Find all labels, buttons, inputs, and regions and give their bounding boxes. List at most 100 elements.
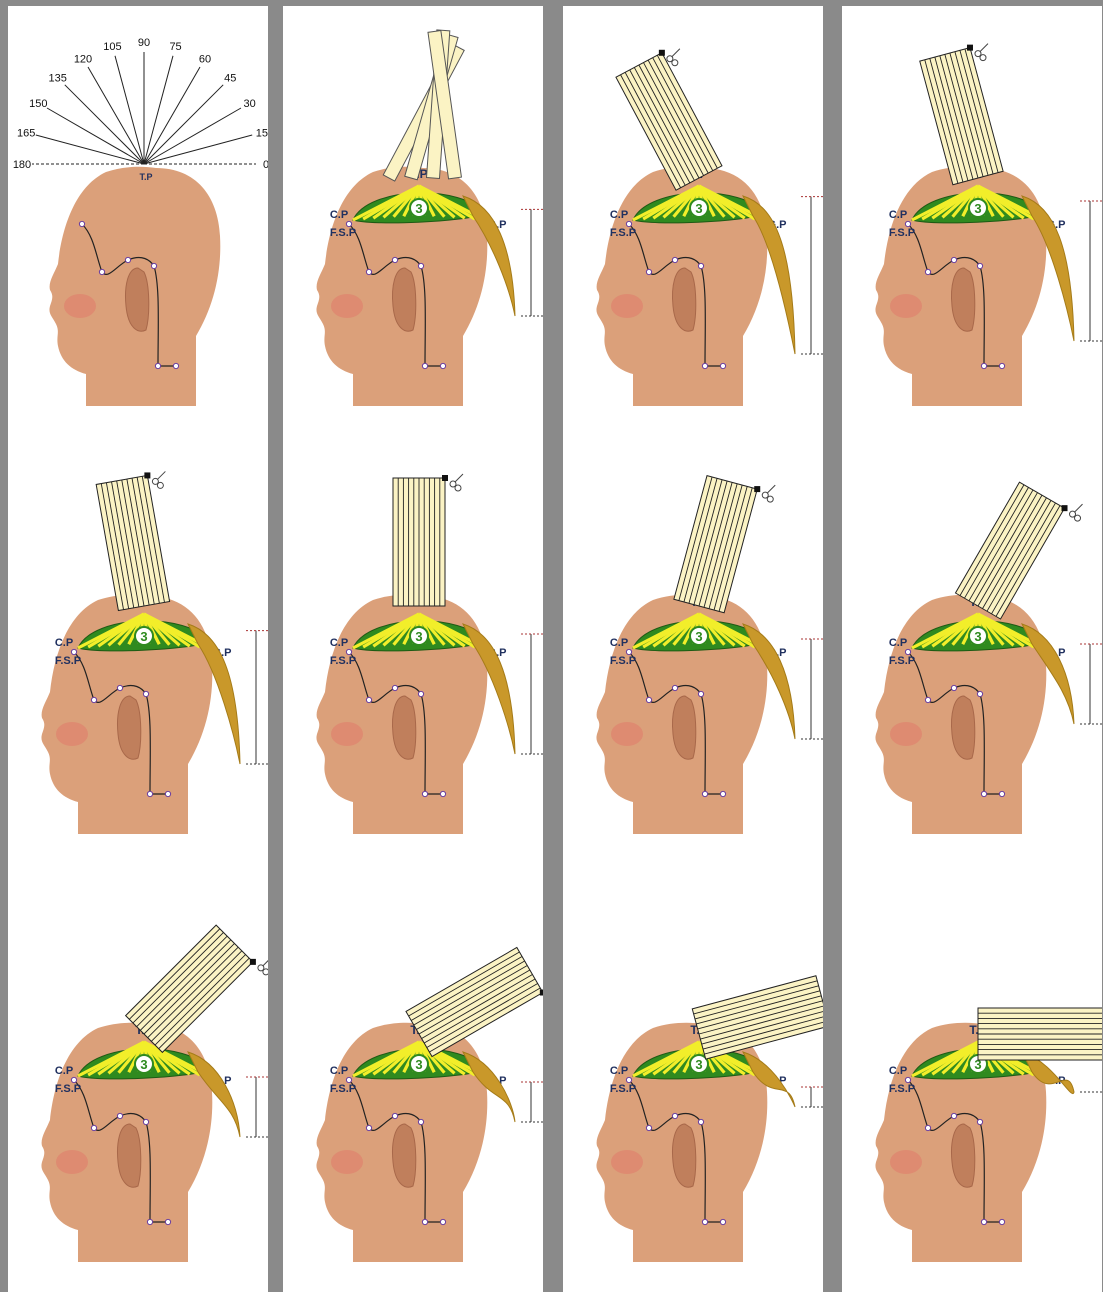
scissors-ring xyxy=(157,482,163,488)
guide-point xyxy=(905,221,910,226)
hair-section xyxy=(692,976,823,1059)
panel-3: 3T.PC.PF.S.PG.P xyxy=(563,6,823,436)
cp-label: C.P xyxy=(610,1065,628,1077)
cut-tip xyxy=(540,990,543,996)
angle-ray xyxy=(144,67,200,164)
guide-point xyxy=(422,1219,427,1224)
hair-section xyxy=(920,44,1003,185)
guide-point xyxy=(147,1219,152,1224)
scissors-ring xyxy=(672,60,678,66)
panel-svg: 3T.PC.PF.S.PG.P xyxy=(8,862,268,1292)
guide-point xyxy=(418,263,423,268)
guide-point xyxy=(951,1113,956,1118)
panel-8: 3T.PC.PF.S.PG.P xyxy=(842,434,1102,864)
angle-ray xyxy=(144,85,223,164)
angle-ray xyxy=(144,135,252,164)
guide-point xyxy=(392,257,397,262)
hair-section xyxy=(674,476,775,613)
guide-point xyxy=(173,363,178,368)
scissors-icon xyxy=(975,44,988,61)
panel-svg: 3T.PC.PF.S.PG.P xyxy=(563,862,823,1292)
hair-section xyxy=(955,482,1082,619)
guide-point xyxy=(79,221,84,226)
section-number: 3 xyxy=(695,201,702,216)
cut-tip xyxy=(967,45,973,51)
angle-ray xyxy=(36,135,144,164)
guide-point xyxy=(366,697,371,702)
cheek xyxy=(331,294,363,318)
guide-point xyxy=(977,691,982,696)
panel-4: 3T.PC.PF.S.PG.P xyxy=(842,6,1102,436)
angle-label: 150 xyxy=(29,98,47,110)
panel-svg: 3T.PC.PF.S.PG.P xyxy=(283,6,543,436)
section-number: 3 xyxy=(140,629,147,644)
cut-tip xyxy=(250,959,256,965)
cheek xyxy=(890,722,922,746)
scissors-blade xyxy=(455,474,463,482)
hair-section xyxy=(126,925,268,1052)
protractor: 0153045607590105120135150165180 xyxy=(13,37,268,171)
hair-section xyxy=(616,49,722,190)
panel-svg: 3T.PC.PF.S.PG.P xyxy=(283,862,543,1292)
guide-point xyxy=(422,791,427,796)
hair-section xyxy=(383,30,464,181)
guide-point xyxy=(702,791,707,796)
cp-label: C.P xyxy=(610,637,628,649)
guide-point xyxy=(646,269,651,274)
guide-point xyxy=(981,1219,986,1224)
guide-point xyxy=(999,1219,1004,1224)
angle-label: 75 xyxy=(169,41,181,53)
scissors-icon xyxy=(152,471,165,488)
scissors-ring xyxy=(980,55,986,61)
guide-point xyxy=(720,791,725,796)
guide-point xyxy=(646,697,651,702)
angle-label: 180 xyxy=(13,159,31,171)
panel-10: 3T.PC.PF.S.PG.P xyxy=(283,862,543,1292)
cheek xyxy=(611,1150,643,1174)
panel-svg: 3T.PC.PF.S.PG.P xyxy=(283,434,543,864)
guide-point xyxy=(392,685,397,690)
guide-point xyxy=(626,221,631,226)
scissors-icon xyxy=(667,49,680,66)
fsp-label: F.S.P xyxy=(889,1083,915,1095)
angle-label: 120 xyxy=(74,53,92,65)
cheek xyxy=(611,294,643,318)
guide-point xyxy=(925,269,930,274)
guide-point xyxy=(165,1219,170,1224)
guide-point xyxy=(977,263,982,268)
guide-point xyxy=(418,1119,423,1124)
guide-point xyxy=(440,1219,445,1224)
angle-ray xyxy=(47,108,144,164)
cp-label: C.P xyxy=(610,209,628,221)
cheek xyxy=(64,294,96,318)
guide-point xyxy=(672,685,677,690)
fsp-label: F.S.P xyxy=(889,655,915,667)
guide-point xyxy=(392,1113,397,1118)
guide-point xyxy=(646,1125,651,1130)
guide-point xyxy=(626,1077,631,1082)
section-number: 3 xyxy=(695,1057,702,1072)
diagram-grid: 0153045607590105120135150165180T.P3T.PC.… xyxy=(0,0,1103,1238)
tp-label: T.P xyxy=(139,172,152,182)
angle-label: 90 xyxy=(138,37,150,49)
head xyxy=(49,167,220,406)
guide-point xyxy=(143,1119,148,1124)
angle-label: 105 xyxy=(103,41,121,53)
fsp-label: F.S.P xyxy=(330,227,356,239)
panel-12: 3T.PC.PF.S.PG.P xyxy=(842,862,1102,1292)
guide-point xyxy=(626,649,631,654)
head: 3T.PC.PF.S.PG.P xyxy=(316,595,506,834)
cut-tip xyxy=(1062,505,1068,511)
guide-point xyxy=(155,363,160,368)
guide-point xyxy=(346,1077,351,1082)
section-number: 3 xyxy=(140,1057,147,1072)
guide-point xyxy=(99,269,104,274)
head: 3T.PC.PF.S.PG.P xyxy=(41,1023,231,1262)
cut-tip xyxy=(442,475,448,481)
section-number: 3 xyxy=(695,629,702,644)
guide-point xyxy=(905,1077,910,1082)
cp-label: C.P xyxy=(889,209,907,221)
cp-label: C.P xyxy=(330,209,348,221)
panel-7: 3T.PC.PF.S.PG.P xyxy=(563,434,823,864)
head: 3T.PC.PF.S.PG.P xyxy=(596,167,786,406)
